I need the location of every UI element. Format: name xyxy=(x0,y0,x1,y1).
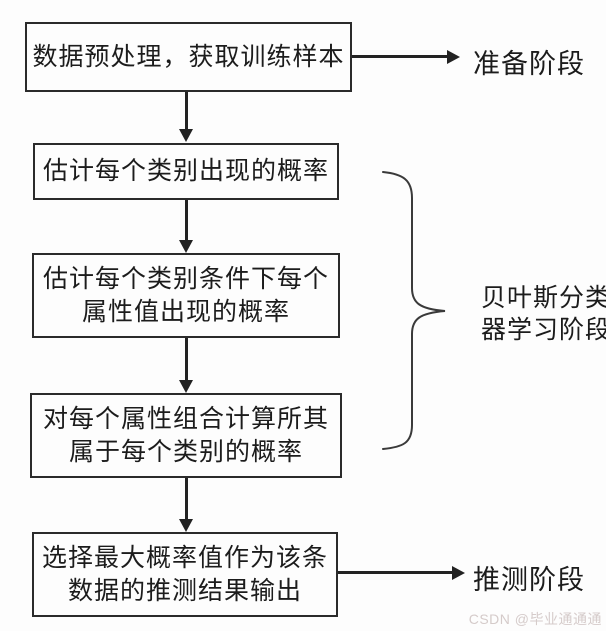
flow-box-data-preprocess: 数据预处理，获取训练样本 xyxy=(25,22,352,92)
learning-stage-label: 贝叶斯分类 器学习阶段 xyxy=(481,282,606,346)
arrow-line-3 xyxy=(185,338,188,381)
flow-box-text: 估计每个类别出现的概率 xyxy=(42,157,329,185)
flow-box-text: 数据的推测结果输出 xyxy=(67,576,302,605)
arrowhead-down-3-icon xyxy=(179,380,193,393)
flow-box-text: 选择最大概率值作为该条 xyxy=(41,543,328,572)
inference-stage-label: 推测阶段 xyxy=(473,565,585,595)
arrowhead-down-1-icon xyxy=(179,129,193,142)
flow-box-text: 对每个属性组合计算所其 xyxy=(42,404,329,433)
flow-box-text: 数据预处理，获取训练样本 xyxy=(32,42,345,71)
flow-box-text: 属于每个类别的概率 xyxy=(68,437,303,466)
arrowhead-down-4-icon xyxy=(179,519,193,532)
flow-box-conditional-probability: 估计每个类别条件下每个 属性值出现的概率 xyxy=(32,253,340,338)
flow-box-output-result: 选择最大概率值作为该条 数据的推测结果输出 xyxy=(32,532,338,617)
arrow-line-to-prepare xyxy=(352,55,448,58)
arrow-line-2 xyxy=(185,200,188,241)
flow-box-text: 属性值出现的概率 xyxy=(81,297,290,326)
arrow-line-1 xyxy=(185,92,188,130)
arrowhead-right-prepare-icon xyxy=(447,50,460,64)
arrow-line-to-inference xyxy=(338,571,453,574)
prepare-stage-label: 准备阶段 xyxy=(473,49,585,79)
flow-box-class-probability: 估计每个类别出现的概率 xyxy=(33,143,339,200)
learning-stage-line2: 器学习阶段 xyxy=(481,316,606,344)
arrow-line-4 xyxy=(185,478,188,520)
flow-box-text: 估计每个类别条件下每个 xyxy=(42,264,329,293)
arrowhead-down-2-icon xyxy=(179,240,193,253)
learning-stage-line1: 贝叶斯分类 xyxy=(481,284,606,312)
curly-brace-icon xyxy=(382,171,446,450)
arrowhead-right-inference-icon xyxy=(452,566,465,580)
flow-box-combination-probability: 对每个属性组合计算所其 属于每个类别的概率 xyxy=(30,393,342,478)
csdn-watermark: CSDN @毕业通通通 xyxy=(468,611,602,627)
